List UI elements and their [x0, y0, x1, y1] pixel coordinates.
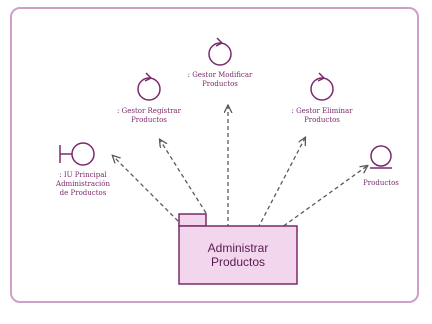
- arrow-to-iu-principal: [113, 156, 184, 227]
- package-administrar-productos: [178, 213, 298, 285]
- label-gestor-modificar: : Gestor Modificar Productos: [187, 71, 253, 88]
- arrow-to-productos-entity: [277, 166, 367, 231]
- label-iu-principal: : IU Principal Administración de Product…: [56, 171, 110, 197]
- arrow-to-gestor-registrar: [160, 140, 207, 214]
- entity-icon-productos: [370, 145, 392, 169]
- label-gestor-eliminar: : Gestor Eliminar Productos: [291, 107, 353, 124]
- control-icon-gestor-modificar: [208, 37, 232, 66]
- boundary-icon-iu-principal: [59, 142, 95, 166]
- label-gestor-registrar: : Gestor Registrar Productos: [117, 107, 181, 124]
- package-label: Administrar Productos: [207, 241, 269, 269]
- label-productos-entity: Productos: [363, 179, 399, 187]
- arrow-to-gestor-eliminar: [257, 138, 305, 229]
- control-icon-gestor-registrar: [137, 72, 161, 101]
- control-icon-gestor-eliminar: [310, 72, 334, 101]
